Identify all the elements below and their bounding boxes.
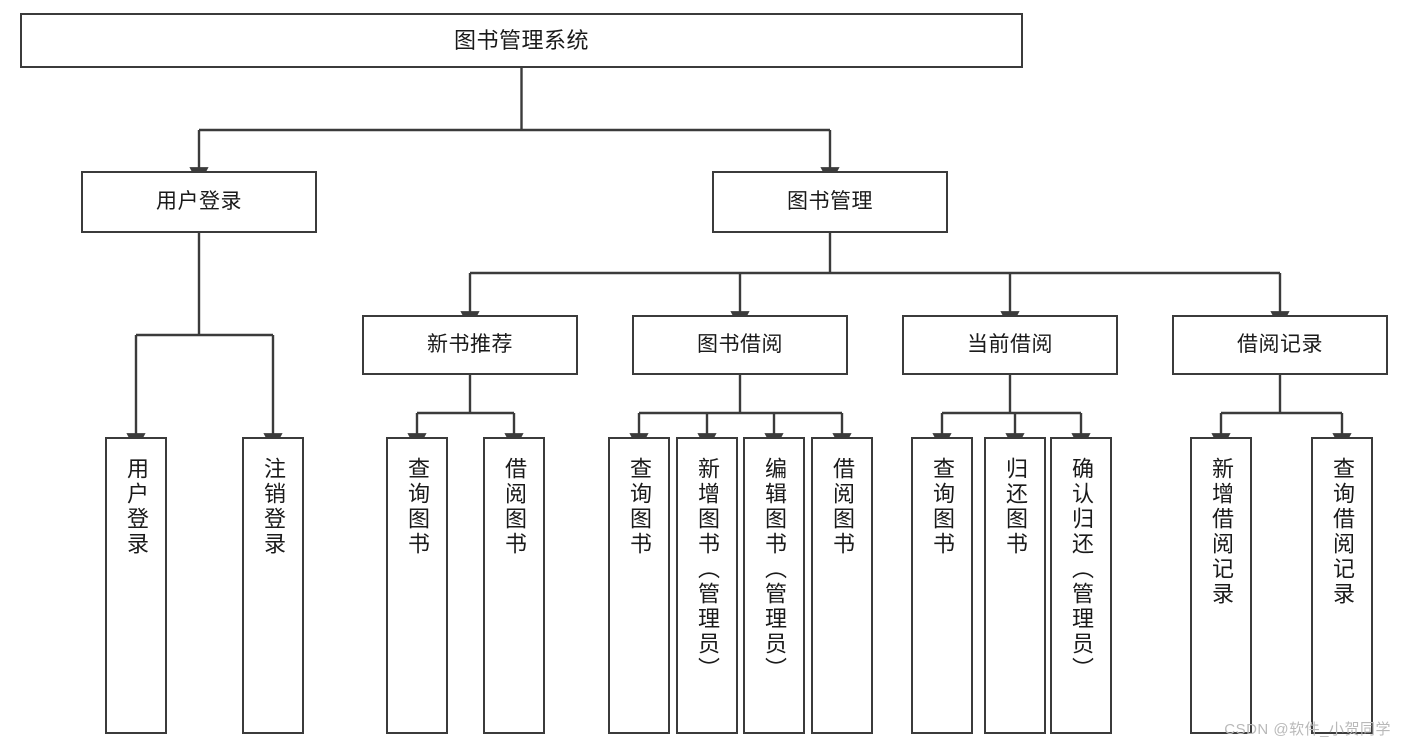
node-leaf-borrow-query-book[interactable]: 查询图书 xyxy=(608,437,670,734)
node-label: 图书管理 xyxy=(787,189,873,213)
node-leaf-current-confirm-return[interactable]: 确认归还（管理员） xyxy=(1050,437,1112,734)
node-label: 借阅图书 xyxy=(830,457,855,557)
node-label: 借阅记录 xyxy=(1237,332,1323,356)
node-label: 归还图书 xyxy=(1003,457,1028,557)
node-leaf-record-query[interactable]: 查询借阅记录 xyxy=(1311,437,1373,734)
node-current-borrow[interactable]: 当前借阅 xyxy=(902,315,1118,375)
node-label: 借阅图书 xyxy=(502,457,527,557)
node-label: 当前借阅 xyxy=(967,332,1053,356)
node-label: 编辑图书（管理员） xyxy=(762,457,787,682)
node-book-management[interactable]: 图书管理 xyxy=(712,171,948,233)
node-borrow-record[interactable]: 借阅记录 xyxy=(1172,315,1388,375)
node-root-system[interactable]: 图书管理系统 xyxy=(20,13,1023,68)
node-label: 查询图书 xyxy=(930,457,955,557)
node-leaf-borrow-borrow-book[interactable]: 借阅图书 xyxy=(811,437,873,734)
node-label: 新增借阅记录 xyxy=(1209,457,1234,607)
node-label: 图书管理系统 xyxy=(453,27,589,53)
node-leaf-borrow-add-book[interactable]: 新增图书（管理员） xyxy=(676,437,738,734)
node-label: 查询图书 xyxy=(627,457,652,557)
node-leaf-recommend-borrow-book[interactable]: 借阅图书 xyxy=(483,437,545,734)
node-leaf-user-login[interactable]: 用户登录 xyxy=(105,437,167,734)
node-label: 图书借阅 xyxy=(697,332,783,356)
node-leaf-record-add[interactable]: 新增借阅记录 xyxy=(1190,437,1252,734)
node-leaf-user-logout[interactable]: 注销登录 xyxy=(242,437,304,734)
node-leaf-borrow-edit-book[interactable]: 编辑图书（管理员） xyxy=(743,437,805,734)
node-label: 用户登录 xyxy=(156,189,242,213)
node-label: 注销登录 xyxy=(261,457,286,557)
watermark-text: CSDN @软件_小贺同学 xyxy=(1224,721,1391,738)
node-label: 确认归还（管理员） xyxy=(1069,457,1094,682)
node-new-book-recommendation[interactable]: 新书推荐 xyxy=(362,315,578,375)
node-label: 查询图书 xyxy=(405,457,430,557)
node-book-borrow[interactable]: 图书借阅 xyxy=(632,315,848,375)
node-label: 用户登录 xyxy=(124,457,149,557)
node-leaf-current-return-book[interactable]: 归还图书 xyxy=(984,437,1046,734)
node-label: 新增图书（管理员） xyxy=(695,457,720,682)
node-label: 新书推荐 xyxy=(427,332,513,356)
node-user-login[interactable]: 用户登录 xyxy=(81,171,317,233)
node-leaf-recommend-query-book[interactable]: 查询图书 xyxy=(386,437,448,734)
node-label: 查询借阅记录 xyxy=(1330,457,1355,607)
node-leaf-current-query-book[interactable]: 查询图书 xyxy=(911,437,973,734)
